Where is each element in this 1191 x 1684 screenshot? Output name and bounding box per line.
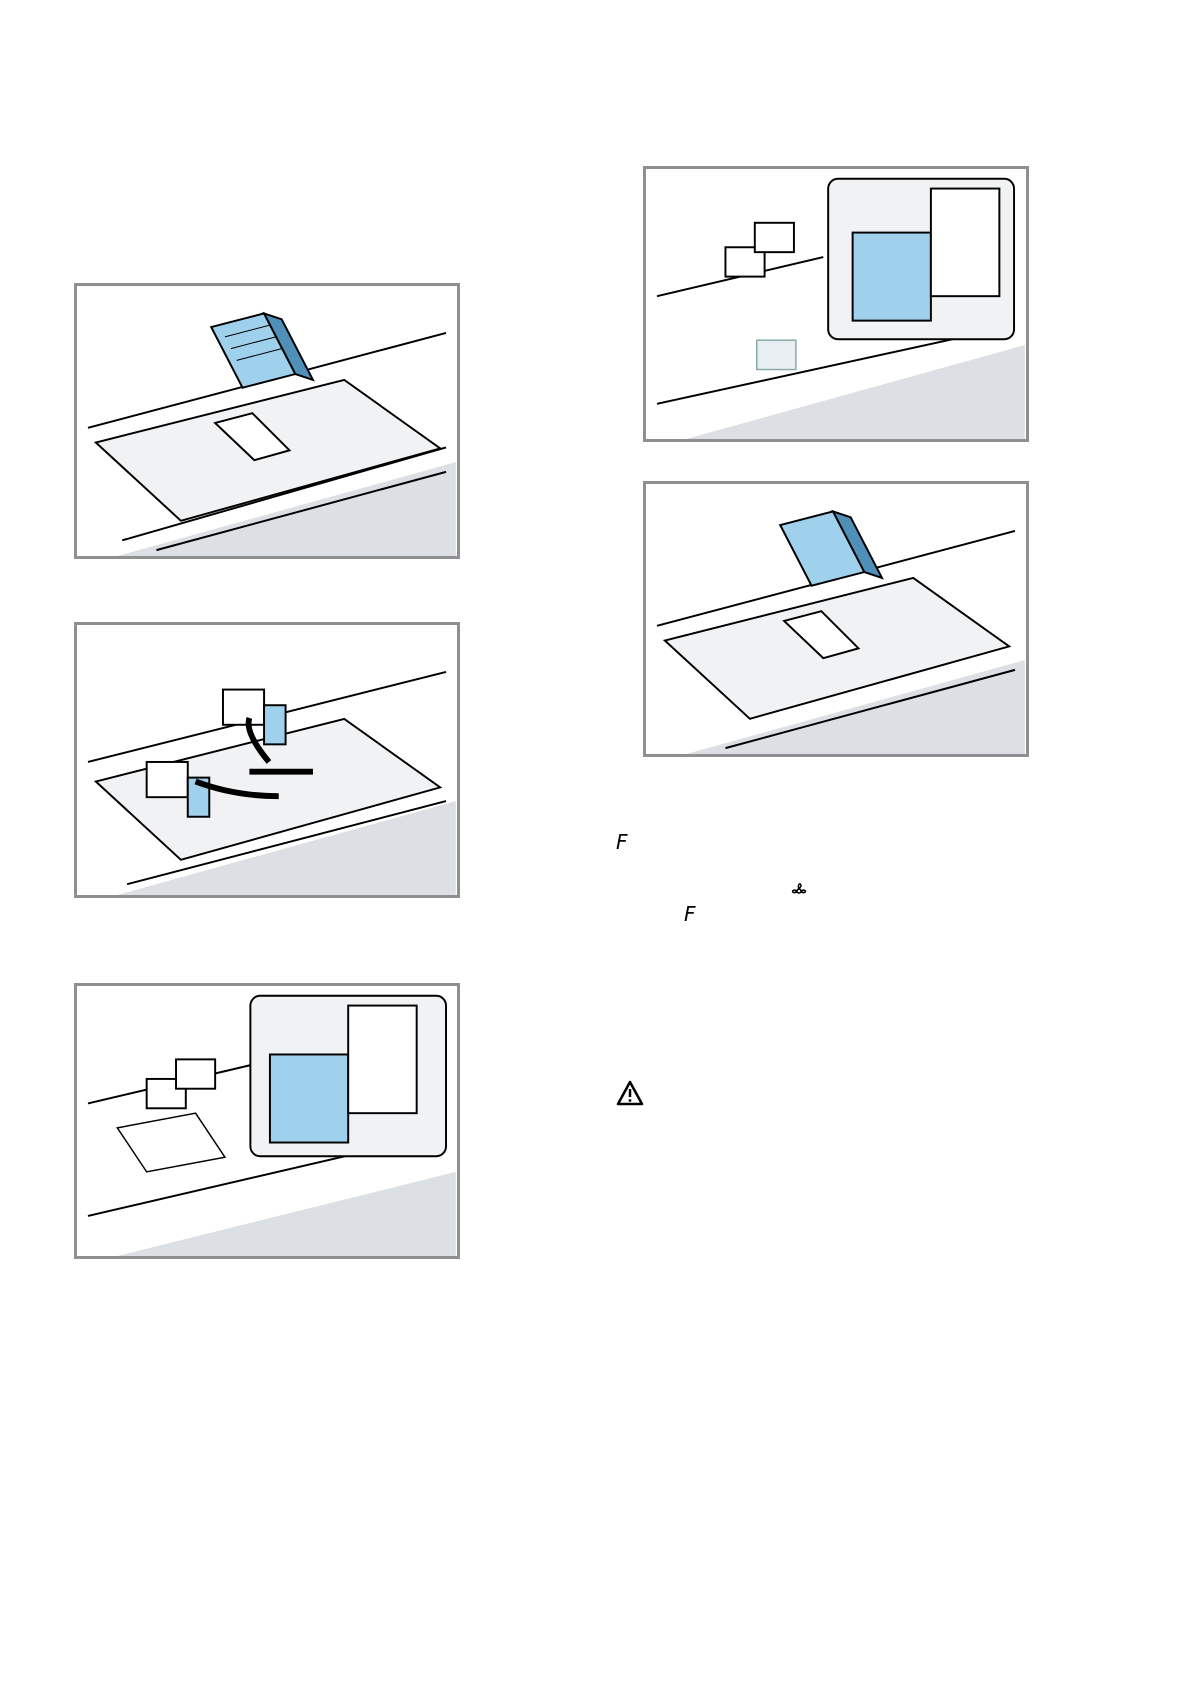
warning-icon <box>616 1080 644 1106</box>
fan-icon <box>789 881 809 901</box>
filter-module-icon <box>211 313 313 387</box>
figure-filter-insert-detail-left <box>74 983 460 1259</box>
figure-filter-module-reinsert <box>643 481 1029 757</box>
display-f-symbol: F <box>616 832 628 852</box>
figure-filter-replace-arrows <box>74 622 460 898</box>
figure-filter-insert-detail-right <box>643 166 1029 442</box>
display-f-symbol-2: F <box>684 904 696 924</box>
figure-filter-module-lifted <box>74 283 460 559</box>
